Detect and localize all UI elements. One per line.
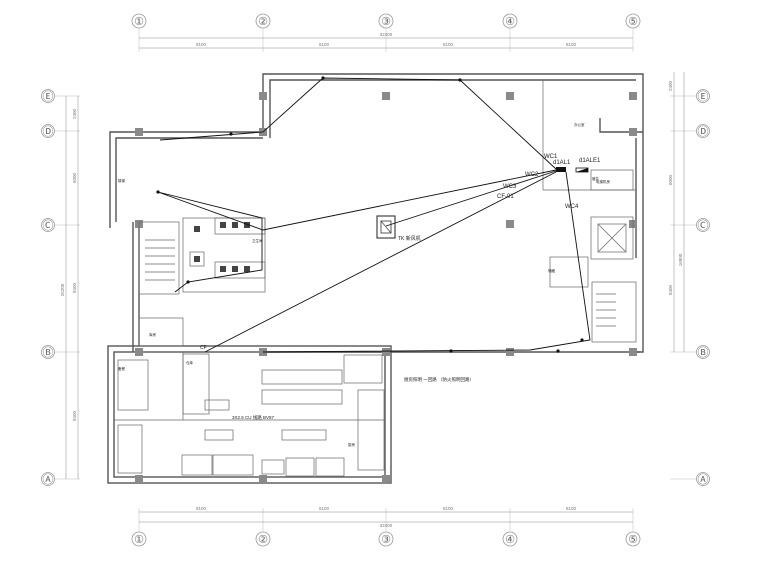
- circuit-label-wc3: WC3: [503, 184, 517, 190]
- dim-top-seg-4: 8100: [566, 42, 577, 47]
- dimension-right: 2400 6000 8400 16800: [668, 72, 685, 352]
- axis-label-col-4-bottom: ④: [505, 534, 515, 546]
- kitchen-line-note: 3X2.5 CU 线路 BV87: [232, 414, 275, 421]
- axis-label-col-2-bottom: ②: [258, 534, 268, 546]
- axis-label-row-a-right: Ⓐ: [698, 473, 709, 486]
- circuit-label-wc4: WC4: [565, 204, 579, 210]
- wire-wc3: [385, 170, 557, 227]
- building-walls: [107, 73, 644, 484]
- room-office: 办公室: [574, 122, 585, 127]
- dim-left-seg-4: 8400: [72, 410, 77, 421]
- axis-label-col-3-bottom: ③: [381, 534, 391, 546]
- axis-label-row-d-right: Ⓓ: [698, 125, 709, 138]
- room-kitchen: 厨房: [348, 442, 356, 447]
- wire-cf01: [204, 171, 557, 353]
- dim-left-seg-1: 2400: [72, 108, 77, 119]
- dim-bottom-seg-4: 8100: [566, 506, 577, 511]
- equipment-label: TK 新风机: [398, 235, 421, 242]
- axis-label-col-5: ⑤: [628, 16, 638, 28]
- dim-top-seg-3: 8100: [443, 42, 454, 47]
- axis-label-row-e-right: Ⓔ: [698, 90, 709, 103]
- axis-label-row-b: Ⓑ: [43, 346, 54, 359]
- wire-junction-dots: [156, 76, 584, 353]
- dim-top-seg-1: 8100: [196, 42, 207, 47]
- row-axis-right: Ⓔ Ⓓ Ⓒ Ⓑ Ⓐ: [696, 89, 710, 486]
- axis-label-col-4: ④: [505, 16, 515, 28]
- axis-label-row-c-right: Ⓒ: [698, 219, 709, 232]
- room-storage: 库房: [149, 332, 156, 337]
- column-axis-top: ① ② ③ ④ ⑤: [131, 13, 641, 29]
- dim-top-total: 32400: [380, 32, 393, 37]
- axis-label-col-1-bottom: ①: [134, 534, 144, 546]
- dim-bottom-seg-1: 8100: [196, 506, 207, 511]
- column-axis-bottom: ① ② ③ ④ ⑤: [131, 531, 641, 547]
- dim-left-seg-3: 8400: [72, 282, 77, 293]
- circuit-label-cf: CF: [200, 345, 207, 351]
- kitchen-caption: 厨房照明 一回路 （防火照明回路）: [404, 376, 474, 383]
- axis-label-col-2: ②: [258, 16, 268, 28]
- circuit-label-wc1: WC1: [544, 154, 558, 160]
- structural-columns: [135, 92, 637, 483]
- dim-bottom-seg-3: 8100: [443, 506, 454, 511]
- toilet-fixtures: [194, 222, 250, 272]
- axis-label-row-b-right: Ⓑ: [698, 346, 709, 359]
- room-tags: 楼梯 办公室 卫生间 电梯机房 管井 库房 厨房 备餐 仓库 储藏: [118, 122, 610, 447]
- axis-label-row-a: Ⓐ: [43, 473, 54, 486]
- circuit-wires: [157, 77, 591, 353]
- right-core: [542, 80, 637, 343]
- dimension-bottom: 8100 8100 8100 8100 32400: [139, 506, 633, 528]
- ventilation-unit-symbol: [376, 215, 396, 239]
- room-stair-left: 楼梯: [118, 178, 125, 183]
- dim-bottom-seg-2: 8100: [319, 506, 330, 511]
- axis-label-col-3: ③: [381, 16, 391, 28]
- room-elev: 电梯机房: [596, 179, 610, 184]
- room-store2: 仓库: [186, 360, 193, 365]
- dim-right-total: 16800: [678, 253, 683, 266]
- dim-top-seg-2: 8100: [319, 42, 330, 47]
- dim-right-seg-3: 8400: [668, 284, 673, 295]
- wire-wc1: [159, 77, 557, 170]
- wire-wc4: [262, 171, 591, 353]
- dim-bottom-total: 32400: [380, 523, 393, 528]
- panel-al1-label: d1AL1: [553, 160, 571, 166]
- dimension-top: 32400 8100 8100 8100 8100: [139, 32, 633, 49]
- room-wc: 卫生间: [252, 238, 263, 243]
- axis-label-col-1: ①: [134, 16, 144, 28]
- dim-right-seg-2: 6000: [668, 174, 673, 185]
- panel-ale1-label: d1ALE1: [579, 158, 601, 164]
- room-right-small: 储藏: [548, 268, 556, 273]
- circuit-label-cf01: CF-01: [497, 194, 514, 200]
- dim-left-total: 25200: [60, 283, 65, 296]
- circuit-label-wc2: WC2: [525, 172, 539, 178]
- room-shaft: 管井: [592, 176, 600, 181]
- axis-label-row-e: Ⓔ: [43, 90, 54, 103]
- axis-label-row-c: Ⓒ: [43, 219, 54, 232]
- room-small: 备餐: [118, 366, 125, 371]
- distribution-panels: [556, 167, 589, 173]
- dim-right-seg-1: 2400: [668, 80, 673, 91]
- kitchen-layout: [114, 352, 385, 477]
- row-axis-left: Ⓔ Ⓓ Ⓒ Ⓑ Ⓐ: [41, 89, 55, 486]
- axis-label-row-d: Ⓓ: [43, 125, 54, 138]
- dim-left-seg-2: 6000: [72, 172, 77, 183]
- axis-label-col-5-bottom: ⑤: [628, 534, 638, 546]
- left-core: [138, 217, 266, 347]
- dimension-left: 25200 2400 6000 8400 8400: [60, 96, 79, 479]
